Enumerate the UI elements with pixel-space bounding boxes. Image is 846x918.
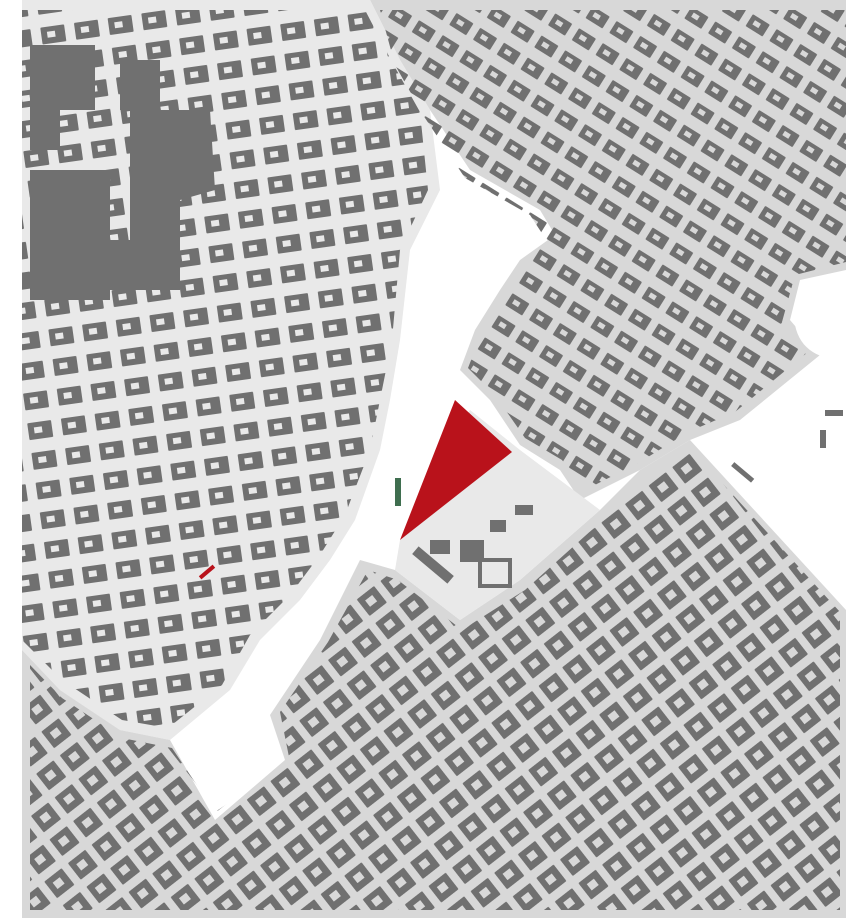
red-accent — [198, 564, 216, 580]
plaza-east-circle — [794, 272, 846, 360]
buildings-south — [30, 450, 840, 910]
site-buildings — [412, 505, 533, 588]
buildings-west — [22, 10, 428, 728]
buildings-north-east — [380, 10, 846, 490]
large-buildings-west — [30, 45, 215, 300]
project-site-triangle — [400, 400, 512, 540]
green-accent — [395, 478, 401, 506]
